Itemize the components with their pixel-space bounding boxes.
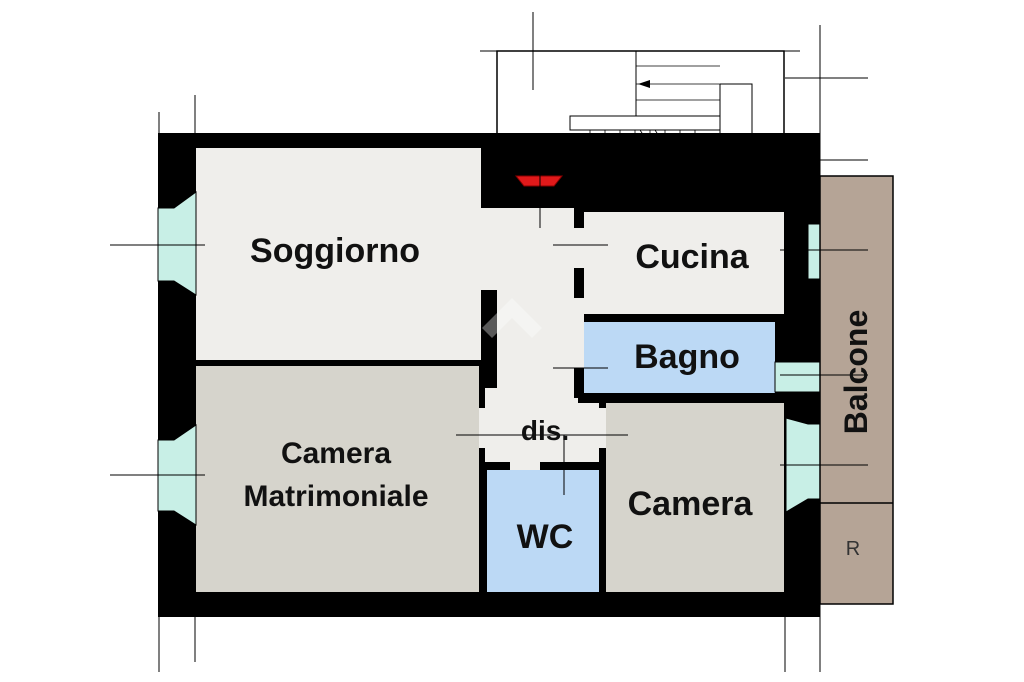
room-label-ripostiglio: R <box>846 538 860 560</box>
balcony-top-block <box>785 176 820 216</box>
reference-lines <box>110 12 868 672</box>
room-label-wc: WC <box>517 518 574 556</box>
room-label-balcone: Balcone <box>838 310 874 434</box>
room-label-bagno: Bagno <box>634 338 740 376</box>
room-label-disimpegno: dis. <box>521 415 569 446</box>
room-label-camera-matrimoniale-line1: Camera <box>281 437 391 470</box>
watermark-logo <box>482 298 542 338</box>
balcony <box>819 175 894 605</box>
door-openings <box>479 228 606 470</box>
room-label-camera: Camera <box>628 485 754 523</box>
room-label-cucina: Cucina <box>635 238 749 276</box>
room-label-camera-matrimoniale-line2: Matrimoniale <box>243 480 428 513</box>
entry-arrow-icon <box>514 175 564 187</box>
room-floors <box>196 148 784 592</box>
room-label-soggiorno: Soggiorno <box>250 232 420 270</box>
